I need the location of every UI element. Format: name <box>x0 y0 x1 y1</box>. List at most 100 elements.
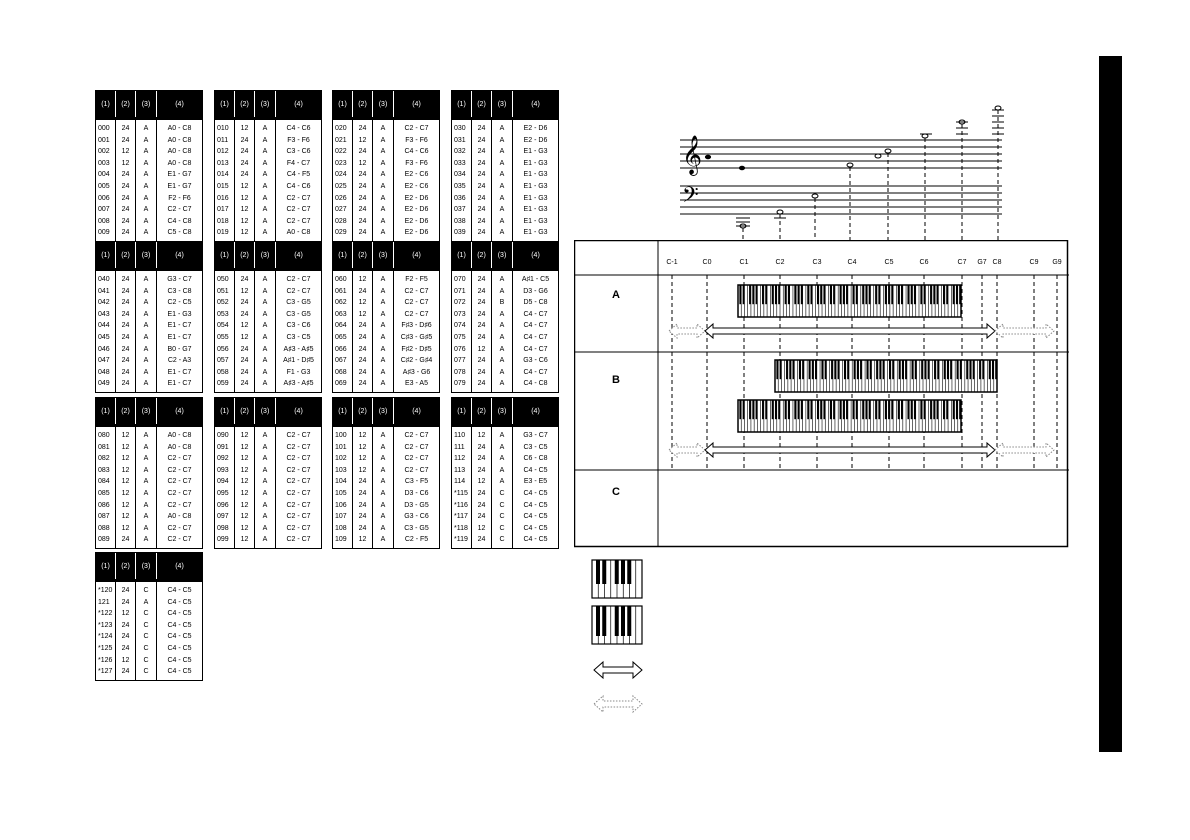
table-cell: 12 <box>477 345 486 353</box>
table-cell: A <box>380 513 386 521</box>
table-cell: E3 - E5 <box>523 478 548 486</box>
table-cell: A <box>262 333 268 341</box>
table-cell: A <box>380 171 386 179</box>
table-cell: 066 <box>335 345 347 353</box>
table-cell: A0 - C8 <box>167 159 192 167</box>
octave-label: C4 <box>848 259 857 266</box>
table-cell: *119 <box>454 536 468 544</box>
table-cell: 009 <box>98 229 110 237</box>
table-cell: 24 <box>477 513 486 521</box>
table-cell: F♯2 - D♯5 <box>401 345 432 353</box>
table-cell: *126 <box>98 656 113 664</box>
column-header: (1) <box>96 242 116 268</box>
table-cell: A <box>143 229 149 237</box>
table-cell: E1 - G3 <box>523 148 548 156</box>
table-cell: A <box>499 368 505 376</box>
table-cell: 24 <box>121 136 130 144</box>
table-cell: 12 <box>240 513 249 521</box>
table-cell: A <box>499 229 505 237</box>
table-cell: C2 - A3 <box>167 357 192 365</box>
table-cell: C4 - C7 <box>523 333 548 341</box>
table-cell: A <box>380 148 386 156</box>
table-cell: A <box>380 524 386 532</box>
table-cell: A <box>499 206 505 214</box>
table-cell: C2 - C7 <box>404 287 429 295</box>
table-cell: 24 <box>477 287 486 295</box>
table-cell: 110 <box>454 432 466 439</box>
table-cell: 039 <box>454 229 466 237</box>
table-cell: C2 - C7 <box>286 455 311 463</box>
table-cell: D3 - C6 <box>404 489 429 497</box>
column-header: (1) <box>96 553 116 579</box>
table-cell: A <box>262 345 268 353</box>
treble-clef-icon: 𝄞 <box>682 135 702 176</box>
table-cell: 12 <box>121 443 130 451</box>
keyboard-icon <box>591 559 643 599</box>
table-cell: 24 <box>121 380 130 388</box>
table-cell: 087 <box>98 513 110 521</box>
table-cell: 034 <box>454 171 466 179</box>
table-cell: 12 <box>358 299 367 307</box>
column-header: (1) <box>333 398 353 424</box>
table-cell: E1 - G3 <box>523 171 548 179</box>
table-cell: A <box>380 357 386 365</box>
table-cell: 24 <box>121 368 130 376</box>
table-cell: 24 <box>121 345 130 353</box>
table-cell: 071 <box>454 287 466 295</box>
table-cell: C <box>143 668 149 676</box>
column-header: (4) <box>412 100 421 108</box>
grand-staff: 𝄞 𝄢 <box>680 105 1004 240</box>
octave-label: C0 <box>703 259 712 266</box>
column-header: (1) <box>96 398 116 424</box>
table-cell: 24 <box>240 276 249 283</box>
table-cell: 007 <box>98 206 110 214</box>
table-cell: 12 <box>358 443 367 451</box>
table-cell: A♯3 - A♯5 <box>283 380 314 388</box>
table-cell: 002 <box>98 148 110 156</box>
table-cell: 102 <box>335 455 347 463</box>
table-cell: A <box>380 136 386 144</box>
table-cell: 035 <box>454 182 466 190</box>
column-header: (3) <box>255 398 276 424</box>
table-cell: C4 - C5 <box>167 621 192 629</box>
table-cell: 12 <box>358 455 367 463</box>
table-cell: 069 <box>335 380 347 388</box>
table-cell: C4 - C5 <box>523 501 548 509</box>
table-cell: A <box>143 524 149 532</box>
table-cell: C4 - C5 <box>167 610 192 618</box>
table-cell: 24 <box>240 299 249 307</box>
table-cell: *118 <box>454 524 468 532</box>
table-cell: 24 <box>477 206 486 214</box>
table-cell: A <box>143 432 149 439</box>
table-cell: A <box>143 536 149 544</box>
table-cell: 24 <box>121 333 130 341</box>
table-cell: 098 <box>217 524 229 532</box>
table-cell: 12 <box>121 489 130 497</box>
table-cell: A <box>380 368 386 376</box>
table-cell: 091 <box>217 443 229 451</box>
table-cell: 24 <box>358 125 367 132</box>
table-cell: 24 <box>121 229 130 237</box>
table-cell: E1 - C7 <box>167 333 192 341</box>
table-cell: C3 - C6 <box>286 322 311 330</box>
table-cell: C4 - C5 <box>523 536 548 544</box>
table-cell: A <box>262 171 268 179</box>
column-header: (2) <box>353 91 373 117</box>
table-header: (1)(2)(3)(4) <box>215 398 321 424</box>
column-header: (4) <box>294 100 303 108</box>
table-cell: 072 <box>454 299 466 307</box>
table-cell: F2 - F6 <box>168 194 191 202</box>
column-header: (3) <box>373 398 394 424</box>
